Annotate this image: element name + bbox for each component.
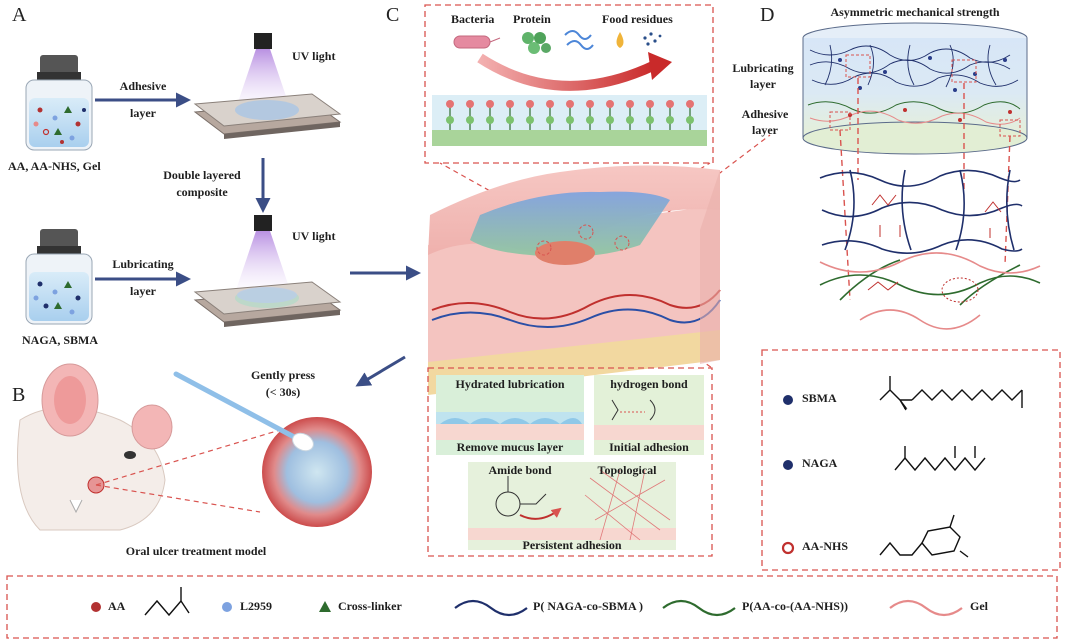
polymer-network (819, 169, 1041, 330)
composite-label-line1: Double layered (163, 168, 241, 182)
topological-label: Topological (597, 463, 657, 477)
arrow-to-model (355, 355, 406, 387)
panel-d-title: Asymmetric mechanical strength (830, 5, 1000, 19)
hydrated-lubrication-tile (436, 375, 584, 455)
food-residue-icon (616, 32, 662, 48)
legend-aa-marker (91, 602, 101, 612)
mold-plates-2 (193, 281, 342, 327)
legend-p-naga-label: P( NAGA-co-SBMA ) (533, 599, 643, 613)
bacteria-label: Bacteria (451, 12, 495, 26)
lubricating-layer-line2: layer (750, 77, 776, 91)
sbma-label: SBMA (802, 391, 837, 405)
sbma-structure (879, 376, 1023, 411)
press-label-line1: Gently press (250, 368, 316, 382)
persistent-adhesion-tile (468, 462, 676, 550)
legend-gel-label: Gel (970, 599, 988, 613)
sbma-marker (783, 395, 793, 405)
hydrogen-bond-label: hydrogen bond (610, 377, 688, 391)
persistent-adhesion-label: Persistent adhesion (522, 538, 622, 552)
arrow1-label-line1: Adhesive (119, 79, 167, 93)
uv-lamp-1 (236, 33, 290, 108)
repel-arrowhead (648, 52, 672, 80)
legend-p-naga-line (454, 599, 528, 617)
vial2-caption: NAGA, SBMA (22, 333, 99, 347)
vial-adhesive-precursor (25, 55, 93, 151)
legend-l2959-marker (222, 602, 232, 612)
naga-marker (783, 460, 793, 470)
hydrogen-bond-tile (594, 375, 704, 455)
adhesive-layer-line1: Adhesive (741, 107, 789, 121)
uv-lamp-2 (236, 215, 290, 290)
panel-label-c: C (386, 4, 400, 26)
acrylic-acid-structure (144, 587, 190, 617)
zoom-line-bottom (95, 484, 261, 513)
panel-label-b: B (12, 384, 26, 406)
adhesive-layer-line2: layer (752, 123, 778, 137)
protein-icon (522, 32, 551, 54)
model-caption: Oral ulcer treatment model (125, 544, 267, 558)
uv-label-2: UV light (292, 229, 336, 243)
lubricating-layer-line1: Lubricating (732, 61, 794, 75)
substrate-layer (432, 130, 707, 146)
naga-label: NAGA (802, 456, 838, 470)
hydrated-lubrication-label: Hydrated lubrication (455, 377, 565, 391)
legend-box (6, 575, 1058, 639)
arrow2-label-line1: Lubricating (112, 257, 174, 271)
hydrogel-disk (802, 22, 1028, 155)
aa-nhs-label: AA-NHS (802, 539, 849, 553)
repel-arrow (477, 53, 658, 91)
legend-aa-label: AA (108, 599, 126, 613)
ulcer-closeup (262, 417, 372, 527)
vial-lubricating-precursor (25, 229, 93, 325)
mold-plates-1 (193, 93, 342, 139)
legend-crosslinker-marker (319, 601, 331, 612)
press-label-line2: (< 30s) (265, 385, 301, 399)
panel-label-d: D (760, 4, 775, 26)
inset-antifouling-box (424, 4, 714, 164)
naga-structure (894, 446, 986, 472)
bacteria-icon (453, 35, 501, 49)
arrow1-label-line2: layer (130, 106, 156, 120)
zwitterion-brushes (446, 100, 694, 130)
mechanism-box (427, 367, 713, 557)
protein-label: Protein (513, 12, 551, 26)
food-residues-label: Food residues (602, 12, 673, 26)
legend-gel-line (889, 599, 963, 617)
swab (173, 371, 314, 452)
initial-adhesion-label: Initial adhesion (609, 440, 689, 454)
legend-l2959-label: L2959 (240, 599, 273, 613)
vial1-caption: AA, AA-NHS, Gel (8, 159, 101, 173)
arrow2-label-line2: layer (130, 284, 156, 298)
tissue-block (428, 165, 721, 395)
aa-nhs-marker (781, 541, 795, 555)
molecule-box (761, 349, 1061, 571)
uv-label-1: UV light (292, 49, 336, 63)
legend-p-aa-label: P(AA-co-(AA-NHS)) (742, 599, 848, 613)
legend-p-aa-line (662, 599, 736, 617)
composite-label-line2: composite (176, 185, 228, 199)
aa-nhs-structure (879, 514, 969, 558)
amide-bond-label: Amide bond (488, 463, 552, 477)
rat-illustration (17, 363, 173, 531)
remove-mucus-label: Remove mucus layer (456, 440, 564, 454)
legend-crosslinker-label: Cross-linker (338, 599, 402, 613)
fiber-icon (564, 30, 594, 50)
panel-label-a: A (12, 4, 27, 26)
